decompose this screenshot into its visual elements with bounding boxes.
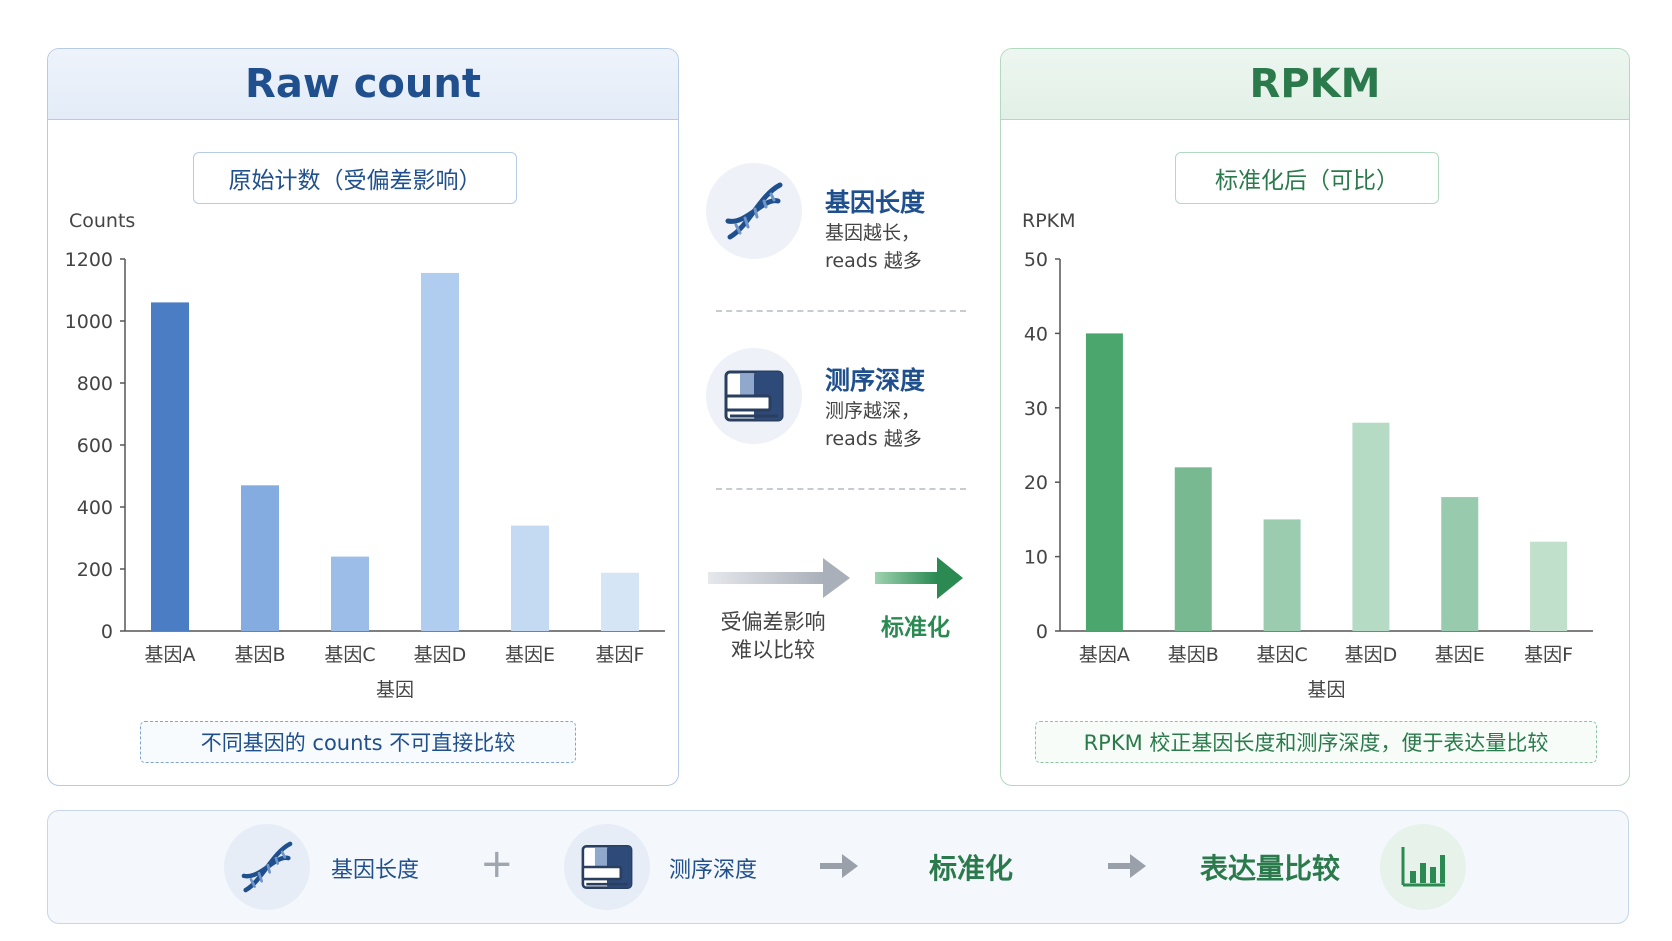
raw-count-header: Raw count (48, 49, 678, 120)
green-arrow-icon (875, 557, 963, 599)
raw-count-subtitle: 原始计数（受偏差影响） (193, 152, 517, 204)
bottom-sequencer-icon (564, 824, 650, 910)
bar-基因A (1085, 333, 1123, 631)
y-tick-label: 400 (77, 497, 113, 519)
normalize-label: 标准化 (881, 615, 950, 641)
divider-1 (716, 310, 966, 312)
x-axis-label: 基因 (376, 679, 414, 701)
bar-基因D (421, 272, 459, 631)
bar-基因C (331, 556, 369, 631)
y-tick-label: 1000 (65, 311, 113, 333)
x-tick-label: 基因D (414, 644, 467, 666)
bottom-compare: 表达量比较 (1200, 852, 1341, 885)
y-tick-label: 1200 (65, 249, 113, 271)
rpkm-bar-chart: RPKM 0 10 20 30 40 50 基因A 基因B 基因C 基因D 基因E 基因F 基因 (1022, 210, 1593, 701)
bar-基因C (1263, 519, 1301, 631)
bottom-flow-bar: 基因长度 + 测序深度 标准化 表达量比较 (47, 810, 1629, 924)
seq-depth-title: 测序深度 (825, 366, 926, 395)
dna-icon (706, 163, 802, 259)
raw-count-note: 不同基因的 counts 不可直接比较 (140, 721, 576, 763)
x-tick-label: 基因A (1079, 644, 1130, 666)
x-tick-label: 基因E (1435, 644, 1485, 666)
bar-基因B (241, 485, 279, 631)
seq-depth-desc-1: 测序越深， (825, 400, 921, 422)
bottom-plus: + (480, 841, 514, 887)
bottom-gene-length: 基因长度 (331, 858, 420, 883)
bar-基因B (1174, 467, 1212, 631)
x-tick-label: 基因E (505, 644, 555, 666)
biased-label-1: 受偏差影响 (720, 610, 826, 634)
y-tick-label: 50 (1024, 249, 1048, 271)
bar-基因D (1352, 422, 1390, 631)
bar-基因F (601, 572, 639, 631)
x-tick-label: 基因D (1345, 644, 1398, 666)
y-tick-label: 0 (101, 621, 113, 643)
rpkm-note: RPKM 校正基因长度和测序深度，便于表达量比较 (1035, 721, 1597, 763)
gray-arrow-icon (708, 558, 850, 598)
bottom-dna-icon (224, 824, 310, 910)
rpkm-subtitle: 标准化后（可比） (1175, 152, 1439, 204)
bar-基因A (151, 302, 189, 631)
y-tick-label: 600 (77, 435, 113, 457)
seq-depth-desc-2: reads 越多 (825, 428, 922, 450)
rpkm-header: RPKM (1001, 49, 1629, 120)
gene-length-desc-2: reads 越多 (825, 250, 922, 272)
bottom-seq-depth: 测序深度 (669, 858, 758, 883)
raw-count-panel: Raw count 原始计数（受偏差影响） Counts 0 200 400 600 80… (47, 48, 679, 786)
x-tick-label: 基因F (596, 644, 645, 666)
y-tick-label: 0 (1036, 621, 1048, 643)
sequencer-icon (706, 348, 802, 444)
bottom-arrow-1-icon (820, 854, 858, 878)
bottom-arrow-2-icon (1108, 854, 1146, 878)
y-tick-label: 20 (1024, 472, 1048, 494)
x-tick-label: 基因B (1168, 644, 1219, 666)
bar-基因F (1530, 541, 1568, 631)
x-tick-label: 基因A (145, 644, 196, 666)
bar-基因E (511, 525, 549, 631)
y-tick-label: 200 (77, 559, 113, 581)
y-axis-label: Counts (69, 210, 135, 232)
x-tick-label: 基因F (1524, 644, 1573, 666)
y-tick-label: 40 (1024, 323, 1048, 345)
y-tick-label: 800 (77, 373, 113, 395)
y-axis-label: RPKM (1022, 210, 1076, 232)
gene-length-title: 基因长度 (825, 188, 926, 217)
biased-label-2: 难以比较 (731, 638, 815, 662)
y-tick-label: 10 (1024, 547, 1048, 569)
bar-基因E (1441, 497, 1479, 631)
gene-length-desc-1: 基因越长， (825, 222, 921, 244)
bar-chart-icon (1380, 824, 1466, 910)
y-tick-label: 30 (1024, 398, 1048, 420)
x-tick-label: 基因C (324, 644, 375, 666)
x-tick-label: 基因B (234, 644, 285, 666)
divider-2 (716, 488, 966, 490)
x-axis-label: 基因 (1307, 679, 1345, 701)
bottom-normalize: 标准化 (929, 852, 1014, 885)
x-tick-label: 基因C (1256, 644, 1307, 666)
